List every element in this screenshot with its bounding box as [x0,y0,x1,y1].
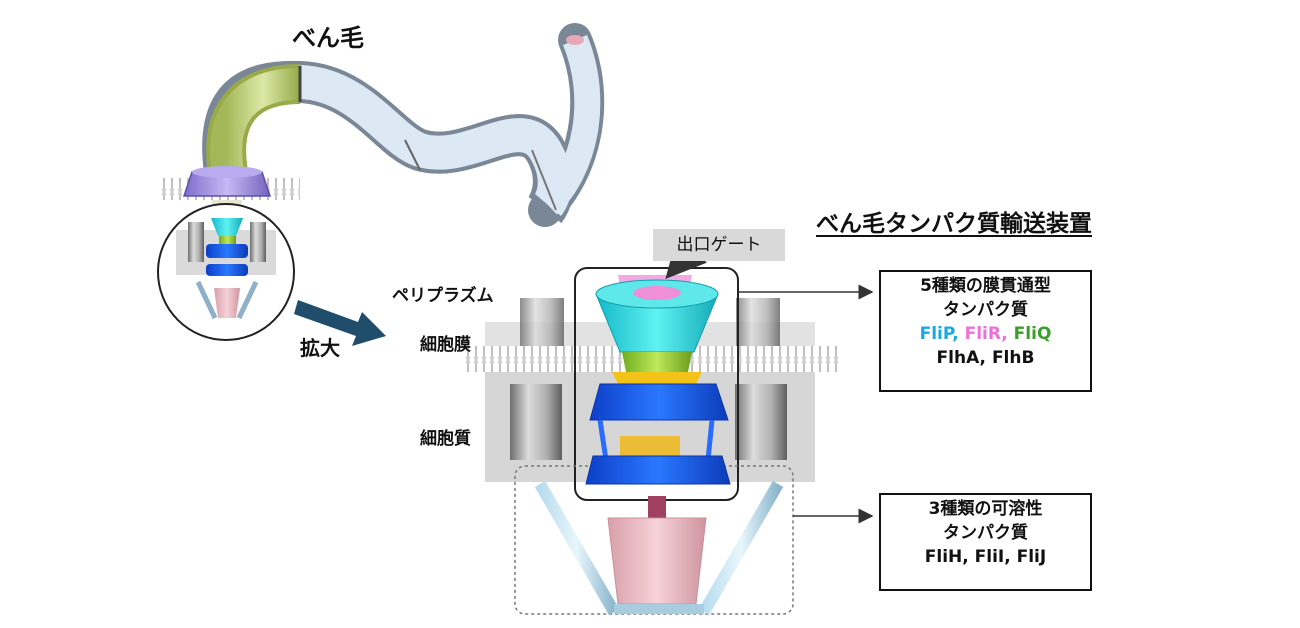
membrane-box-proteins: FliP, FliR, FliQ [881,322,1090,346]
soluble-box-line1: 3種類の可溶性 [928,499,1043,519]
fliq-label: FliQ [1013,324,1052,344]
hook [210,68,301,175]
exit-gate-label: 出口ゲート [653,229,785,261]
apparatus-title: べん毛タンパク質輸送装置 [816,211,1092,237]
periplasm-label: ペリプラズム [392,286,494,306]
yellow-ring [612,372,702,384]
large-apparatus [462,235,874,616]
cytoplasm-label: 細胞質 [420,429,471,449]
flagellum-label: べん毛 [292,24,364,52]
zoom-circle [157,203,295,341]
green-ring [622,352,692,372]
membrane-box-line1: 5種類の膜貫通型 [920,276,1051,296]
membrane-box-line2: タンパク質 [943,300,1028,320]
stator-rod-right [698,480,784,616]
enlarge-label: 拡大 [300,336,340,360]
flir-label: FliR, [964,324,1008,344]
soluble-box-line3: FliH, FliI, FliJ [924,547,1047,567]
flip-label: FliP, [919,324,959,344]
pink-cone [607,517,707,605]
soluble-box-line2: タンパク質 [943,523,1028,543]
pink-stalk [648,496,666,518]
membrane-label: 細胞膜 [420,335,471,355]
c-ring-left [510,384,562,460]
filament [298,65,572,217]
membrane-box-line4: FlhA, FlhB [936,348,1035,368]
c-ring-right [735,384,787,460]
blue-ring-upper [589,383,729,421]
membrane-proteins-box: 5種類の膜貫通型 タンパク質 FliP, FliR, FliQ FlhA, Fl… [879,270,1092,392]
stator-rod-left [534,480,620,616]
soluble-proteins-box: 3種類の可溶性 タンパク質 FliH, FliI, FliJ [879,493,1092,591]
small-flagellum [158,23,605,227]
enlarge-arrow [294,300,386,346]
filament-cap [566,35,584,45]
blue-ring-lower [585,455,731,485]
